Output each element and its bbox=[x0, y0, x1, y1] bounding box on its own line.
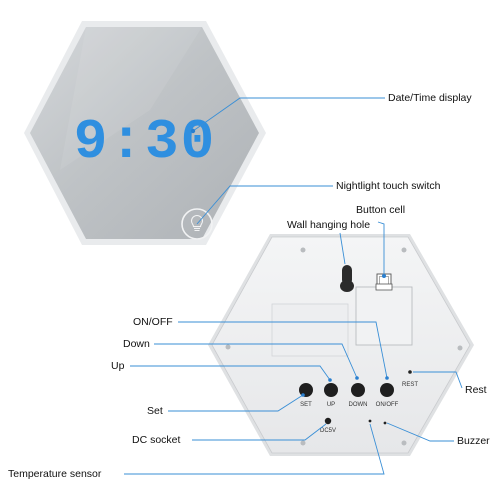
set-button-label: SET bbox=[300, 402, 312, 408]
screw-hole bbox=[401, 440, 407, 446]
leader-dc-socket bbox=[192, 423, 327, 441]
callout-rest: Rest bbox=[465, 384, 487, 396]
battery-cover bbox=[355, 273, 413, 346]
leader-dot bbox=[301, 393, 305, 397]
nightlight-switch-ring bbox=[181, 208, 213, 240]
leader-button-cell bbox=[377, 221, 385, 276]
down-button[interactable] bbox=[351, 383, 365, 397]
callout-nightlight-touch-switch: Nightlight touch switch bbox=[336, 180, 441, 192]
screw-hole bbox=[300, 440, 306, 446]
callout-button-cell: Button cell bbox=[356, 204, 406, 216]
callout-dc-socket: DC socket bbox=[132, 434, 181, 446]
mirror-glare bbox=[60, 27, 202, 170]
clock-front: 9:30 bbox=[24, 21, 266, 245]
leader-set bbox=[168, 394, 304, 412]
screw-hole bbox=[300, 247, 306, 253]
callout-temperature-sensor: Temperature sensor bbox=[8, 468, 102, 480]
wall-hanging-hole bbox=[340, 265, 354, 292]
leader-dots bbox=[190, 128, 389, 397]
leader-rest bbox=[413, 371, 463, 389]
dc-socket-label: DC5V bbox=[320, 428, 336, 434]
reset-pinhole[interactable] bbox=[408, 370, 412, 374]
clock-front-mirror bbox=[30, 27, 259, 239]
leader-temperature bbox=[124, 423, 385, 475]
nightlight-switch[interactable] bbox=[181, 208, 213, 240]
rest-label: REST bbox=[402, 382, 418, 388]
temperature-sensor-hole bbox=[368, 419, 372, 423]
leader-down bbox=[154, 343, 358, 379]
leader-buzzer bbox=[386, 422, 454, 442]
dc-socket bbox=[324, 417, 332, 425]
screw-hole bbox=[225, 344, 231, 350]
on-off-button-label: ON/OFF bbox=[376, 402, 399, 408]
leader-lines bbox=[124, 97, 463, 475]
callout-down: Down bbox=[123, 338, 150, 350]
screw-hole bbox=[457, 345, 463, 351]
up-button-label: UP bbox=[327, 402, 335, 408]
leader-wall-hole bbox=[339, 232, 346, 265]
callout-up: Up bbox=[111, 360, 125, 372]
lightbulb-icon bbox=[190, 215, 204, 231]
time-display: 9:30 bbox=[74, 110, 216, 174]
callout-on-off: ON/OFF bbox=[133, 316, 173, 328]
on-off-button[interactable] bbox=[380, 383, 394, 397]
leader-dot bbox=[190, 128, 196, 134]
callout-wall-hanging-hole: Wall hanging hole bbox=[287, 219, 371, 231]
leader-dot bbox=[328, 378, 332, 382]
up-button[interactable] bbox=[324, 383, 338, 397]
set-button[interactable] bbox=[299, 383, 313, 397]
leader-up bbox=[130, 365, 331, 381]
callout-date-time-display: Date/Time display bbox=[388, 92, 472, 104]
down-button-label: DOWN bbox=[349, 402, 368, 408]
leader-nightlight bbox=[196, 185, 333, 225]
back-recess bbox=[271, 303, 349, 357]
clock-back: SET UP DOWN ON/OFF REST DC5V bbox=[208, 234, 474, 456]
leader-dot bbox=[385, 376, 389, 380]
leader-on-off bbox=[178, 321, 388, 379]
callout-set: Set bbox=[147, 405, 163, 417]
callout-buzzer: Buzzer bbox=[457, 435, 490, 447]
leader-dot bbox=[382, 274, 386, 278]
buzzer-hole bbox=[383, 421, 387, 425]
leader-date-time bbox=[192, 97, 385, 132]
leader-dot bbox=[355, 376, 359, 380]
screw-hole bbox=[401, 247, 407, 253]
